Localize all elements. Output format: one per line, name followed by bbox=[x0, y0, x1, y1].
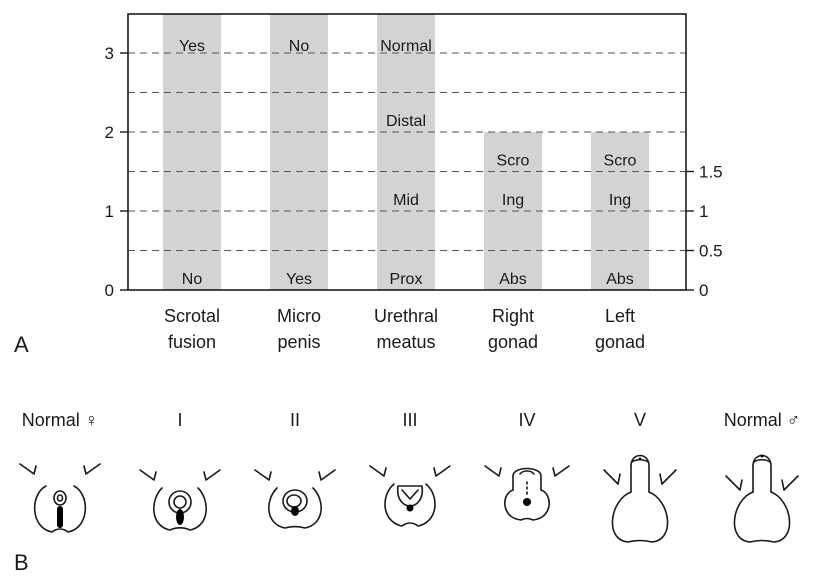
bar-level-label: Ing bbox=[502, 192, 524, 209]
thigh-line-left bbox=[369, 465, 387, 477]
meatus bbox=[760, 454, 764, 458]
glans-outline bbox=[173, 495, 187, 509]
stage-label: II bbox=[290, 410, 300, 430]
bar-level-label: Mid bbox=[393, 192, 419, 209]
stage-1-drawing bbox=[139, 469, 221, 531]
category-label: gonad bbox=[595, 332, 645, 352]
bar-level-label: Abs bbox=[606, 271, 634, 288]
category-label: Scrotal bbox=[164, 306, 220, 326]
category-label: penis bbox=[277, 332, 320, 352]
left-tick-label: 3 bbox=[105, 44, 114, 63]
urogenital-opening bbox=[523, 498, 531, 506]
glans-outline bbox=[286, 494, 302, 508]
stage-2-drawing bbox=[254, 469, 336, 529]
thigh-line-left bbox=[725, 475, 743, 491]
left-tick-label: 2 bbox=[105, 123, 114, 142]
stage-label: IV bbox=[518, 410, 535, 430]
category-label: Left bbox=[605, 306, 635, 326]
thigh-line-right bbox=[659, 469, 677, 485]
thigh-line-left bbox=[139, 469, 157, 481]
category-label: fusion bbox=[168, 332, 216, 352]
stage-5-drawing bbox=[603, 454, 677, 543]
urogenital-opening bbox=[406, 504, 414, 512]
scrotum-outline bbox=[611, 491, 669, 543]
bar-level-label: Yes bbox=[286, 271, 312, 288]
bar-1 bbox=[163, 13, 221, 290]
vaginal-opening bbox=[57, 506, 63, 528]
urogenital-opening bbox=[291, 506, 299, 516]
clitoris-inner bbox=[56, 494, 64, 502]
stage-label: III bbox=[402, 410, 417, 430]
labia-outline bbox=[33, 485, 87, 533]
thigh-line-right bbox=[552, 465, 570, 477]
thigh-line-right bbox=[203, 469, 221, 481]
stage-normal-female-drawing bbox=[19, 463, 101, 533]
meatus bbox=[638, 457, 642, 461]
stage-label: Normal ♂ bbox=[724, 410, 801, 430]
bar-level-label: Ing bbox=[609, 192, 631, 209]
thigh-line-right bbox=[83, 463, 101, 475]
right-tick-label: 0 bbox=[699, 281, 708, 300]
stage-3-drawing bbox=[369, 465, 451, 527]
bar-level-label: Scro bbox=[497, 153, 530, 170]
bar-level-label: No bbox=[289, 38, 310, 55]
panel-label-b: B bbox=[14, 550, 29, 575]
clitoris-outline bbox=[53, 490, 67, 506]
thigh-line-right bbox=[318, 469, 336, 481]
thigh-line-left bbox=[603, 469, 621, 485]
thigh-line-left bbox=[484, 465, 502, 477]
phallus-outline bbox=[396, 485, 424, 507]
category-label: gonad bbox=[488, 332, 538, 352]
plot-frame bbox=[127, 13, 687, 291]
bar-level-label: Normal bbox=[380, 38, 432, 55]
bar-level-label: No bbox=[182, 271, 203, 288]
stage-label: I bbox=[177, 410, 182, 430]
thigh-line-left bbox=[254, 469, 272, 481]
bar-2 bbox=[270, 13, 328, 290]
glans-line bbox=[519, 470, 535, 475]
category-label: Urethral bbox=[374, 306, 438, 326]
thigh-line-right bbox=[781, 475, 799, 491]
glans-line bbox=[753, 458, 771, 463]
labioscrotal-outline bbox=[384, 483, 436, 527]
scrotum-outline bbox=[733, 491, 791, 543]
category-label: Micro bbox=[277, 306, 321, 326]
right-tick-label: 1.5 bbox=[699, 163, 723, 182]
labioscrotal-outline bbox=[153, 487, 207, 531]
thigh-line-right bbox=[433, 465, 451, 477]
bar-level-label: Abs bbox=[499, 271, 527, 288]
bar-level-label: Prox bbox=[390, 271, 423, 288]
right-tick-label: 1 bbox=[699, 202, 708, 221]
stage-4-drawing bbox=[484, 465, 570, 521]
labioscrotal-outline bbox=[268, 487, 322, 529]
urogenital-opening bbox=[176, 509, 184, 525]
bar-level-label: Scro bbox=[604, 153, 637, 170]
right-tick-label: 0.5 bbox=[699, 242, 723, 261]
category-label: meatus bbox=[376, 332, 435, 352]
left-tick-label: 0 bbox=[105, 281, 114, 300]
bar-level-label: Distal bbox=[386, 113, 426, 130]
left-tick-label: 1 bbox=[105, 202, 114, 221]
thigh-line-left bbox=[19, 463, 37, 475]
bar-3 bbox=[377, 13, 435, 290]
panel-label-a: A bbox=[14, 332, 29, 357]
phallus-outline bbox=[512, 467, 542, 491]
bar-level-label: Yes bbox=[179, 38, 205, 55]
scrotum-outline bbox=[504, 489, 550, 521]
stage-normal-male-drawing bbox=[725, 454, 799, 543]
stage-label: Normal ♀ bbox=[22, 410, 99, 430]
stage-label: V bbox=[634, 410, 646, 430]
glans-outline bbox=[401, 489, 419, 500]
category-label: Right bbox=[492, 306, 534, 326]
